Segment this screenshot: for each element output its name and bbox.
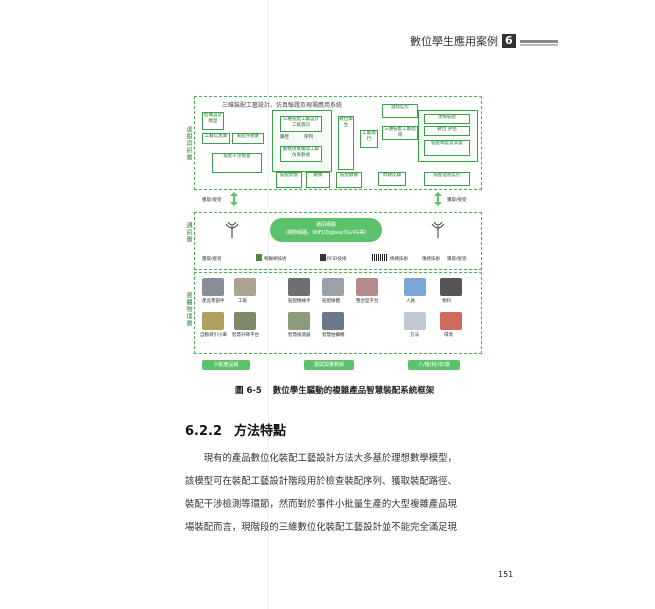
tech-iot: 物聯網技術 <box>264 257 287 262</box>
box-eval: 數位 評估 <box>424 126 470 136</box>
feedback-left: 獲取/接受 <box>202 198 222 203</box>
tech-rfid: RFID技術 <box>327 257 347 262</box>
box-process-monitor: 裝配過程監控 <box>424 172 470 186</box>
page-number: 151 <box>498 570 514 579</box>
box-monitor: 過程監控 <box>382 104 418 118</box>
box-digital-twin: 數位孿生 <box>338 116 354 170</box>
comm-title: 通訊網路 <box>315 222 336 228</box>
box-3d-guidance: 三維裝配工藝指導 <box>382 126 418 140</box>
label-environment: 環境 <box>444 333 453 338</box>
paragraph-line: 裝配干涉檢測等環節，然而對於事件小批量生產的大型複雜產品現 <box>185 499 457 510</box>
mid-right: 獲取/接受 <box>447 257 467 262</box>
header-title: 數位學生應用案例 <box>410 35 498 48</box>
top-zone-title: 三維裝配工藝設計、仿真驗證及現場應用系統 <box>222 102 343 109</box>
label-sequence: 序列 <box>304 135 313 140</box>
person-image <box>404 278 426 296</box>
figure-caption: 圖 6-5 數位學生驅動的複雜產品智慧裝配系統框架 <box>235 384 434 396</box>
mid-left: 獲取/接受 <box>202 257 222 262</box>
lift-platform-image <box>234 312 256 330</box>
figure-6-5-diagram: 虛擬資訊層 三維裝配工藝設計、仿真驗證及現場應用系統 結構設計模型 工藝信息庫 … <box>172 96 482 376</box>
feedback-right: 獲取/接受 <box>447 198 467 203</box>
assembly-line-image <box>322 278 344 296</box>
comm-layer-zone <box>194 212 482 270</box>
antenna-right-icon <box>431 222 445 238</box>
section-title: 方法特點 <box>234 424 287 439</box>
section-heading: 6.2.2 方法特點 <box>185 420 298 439</box>
physical-layer-zone <box>194 272 482 354</box>
paragraph-line: 該模型可在裝配工藝設計階段用於檢查裝配序列、獲取裝配路徑、 <box>185 476 457 487</box>
iot-icon <box>256 254 262 261</box>
inspector-image <box>288 312 310 330</box>
comm-network-ellipse: 通訊網路 （網際網路、WIFI/Zigbee/5G/4G等） <box>270 218 382 242</box>
bottom-box-1: 小批產品組 <box>202 360 250 370</box>
barcode-icon <box>372 254 388 261</box>
body-paragraph: 現有的產品數位化裝配工藝設計方法大多基於理想數學模型， 該模型可在裝配工藝設計階… <box>185 447 495 539</box>
box-3d-process-design: 三維裝配工藝設計工藝資訊 <box>280 116 322 132</box>
tech-barcode: 條碼技術 <box>390 257 408 262</box>
paragraph-line: 場裝配而言，現階段的三維數位化裝配工藝設計並不能完全滿足現 <box>185 522 457 533</box>
box-sequence-plan: 裝配序規劃 <box>232 133 264 144</box>
box-interference-check: 裝配干涉檢查 <box>212 153 262 173</box>
box-data: 數據 <box>306 172 330 188</box>
fixture-image <box>234 278 256 296</box>
box-structure-model: 結構設計模型 <box>202 112 224 130</box>
tech-sensor: 傳感技術 <box>422 257 440 262</box>
label-person: 人員 <box>406 299 415 304</box>
section-number: 6.2.2 <box>185 424 223 439</box>
chapter-badge: 6 <box>502 34 516 48</box>
label-agv: 自動導引小車 <box>200 333 227 338</box>
box-process-exec: 工藝執行 <box>360 130 378 148</box>
label-inspector: 智慧檢測器 <box>288 333 311 338</box>
label-lift: 智慧升降平台 <box>232 333 259 338</box>
label-platform: 整合型平台 <box>356 299 379 304</box>
header-rule <box>520 40 558 43</box>
label-line: 裝配線體 <box>322 299 340 304</box>
paragraph-line: 現有的產品數位化裝配工藝設計方法大多基於理想數學模型， <box>185 453 457 464</box>
robot-arm-image <box>288 278 310 296</box>
label-robot: 裝配機械手 <box>288 299 311 304</box>
label-path: 路徑 <box>280 135 289 140</box>
box-process-db: 工藝信息庫 <box>202 133 230 144</box>
caption-number: 圖 6-5 <box>235 386 262 396</box>
platform-image <box>356 278 378 296</box>
layer-bottom-label: 實體物理層 <box>185 292 192 327</box>
virtual-layer-zone <box>194 96 482 190</box>
label-material: 物料 <box>442 299 451 304</box>
label-camera: 智慧拍攝機 <box>322 333 345 338</box>
antenna-left-icon <box>225 222 239 238</box>
bottom-box-2: 測試與量數據 <box>304 360 354 370</box>
method-image <box>404 312 426 330</box>
running-header: 數位學生應用案例 6 <box>410 30 516 52</box>
label-fixture: 工裝 <box>238 299 247 304</box>
bottom-box-3: 人/機/料/法/環 <box>408 360 460 370</box>
label-parts: 產品零部件 <box>202 299 225 304</box>
comm-sub: （網際網路、WIFI/Zigbee/5G/4G等） <box>282 230 370 236</box>
box-dynamic-sim: 動態仿真驗證工藝仿真數據 <box>280 146 322 162</box>
header-rule-2 <box>520 44 558 46</box>
layer-mid-label: 通訊層 <box>185 222 192 243</box>
parts-image <box>202 278 224 296</box>
agv-image <box>202 312 224 330</box>
box-field-assembly: 現場裝配 <box>424 114 470 124</box>
up-down-arrow-right-icon <box>434 192 442 206</box>
camera-image <box>322 312 344 330</box>
rfid-icon <box>320 254 326 261</box>
material-gear-image <box>440 278 462 296</box>
box-assembly-data: 裝配數據 <box>336 172 362 188</box>
layer-top-label: 虛擬資訊層 <box>185 126 192 161</box>
caption-text: 數位學生驅動的複雜產品智慧裝配系統框架 <box>272 386 435 396</box>
box-quality: 裝配精度及質量 <box>424 140 470 156</box>
label-method: 方法 <box>410 333 419 338</box>
box-assembly-state: 裝配狀態 <box>276 172 302 188</box>
environment-image <box>440 312 462 330</box>
up-down-arrow-left-icon <box>230 192 238 206</box>
box-problem-feedback: 問題反饋 <box>378 172 406 186</box>
page-gutter-shade <box>268 0 269 609</box>
